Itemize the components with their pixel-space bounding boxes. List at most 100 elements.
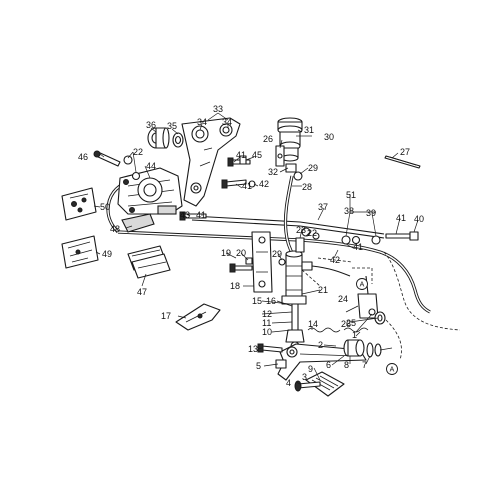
callout-15: 15	[252, 296, 262, 306]
brake-pad-set-47	[127, 245, 171, 279]
callout-36: 36	[146, 120, 156, 130]
callout-38: 38	[344, 206, 354, 216]
callout-35: 35	[167, 121, 177, 131]
callout-39: 39	[366, 208, 376, 218]
callout-26-upper: 26	[263, 134, 273, 144]
bolt-13	[257, 343, 283, 353]
callout-37: 37	[318, 202, 328, 212]
callout-34-left: 34	[197, 117, 207, 127]
callout-6: 6	[326, 360, 331, 370]
washer-42	[248, 180, 256, 188]
leader-lines	[93, 112, 419, 385]
callout-2: 2	[318, 340, 323, 350]
bolt-43	[179, 211, 207, 221]
mount-plate-18	[251, 231, 273, 293]
callout-8: 8	[344, 360, 349, 370]
callout-3: 3	[302, 372, 307, 382]
callout-28: 28	[302, 182, 312, 192]
brake-pad-48	[121, 213, 155, 233]
callout-41-upper: 41	[236, 150, 246, 160]
washer-25	[368, 308, 376, 316]
clip-32	[285, 163, 297, 173]
callout-20: 20	[236, 248, 246, 258]
banjo-22-left	[123, 155, 141, 181]
callout-26-lower-b: 26	[341, 319, 351, 329]
callout-10: 10	[262, 327, 272, 337]
callout-17: 17	[161, 311, 171, 321]
callout-16: 16	[266, 296, 276, 306]
bolt-41-lower	[221, 179, 247, 189]
callout-45: 45	[252, 150, 262, 160]
pad-kit-49	[61, 235, 99, 269]
callout-47: 47	[137, 287, 147, 297]
bolt-19	[229, 263, 253, 273]
ref-a-lower: A	[386, 363, 398, 375]
callout-51: 51	[346, 190, 356, 200]
bolt-40	[385, 231, 419, 241]
callout-25: 25	[346, 318, 356, 328]
callout-labels: 33 34 34 36 35 46 22 44 41 45 41 42 43 4…	[78, 104, 424, 388]
callout-7: 7	[362, 360, 367, 370]
callout-43: 43	[180, 210, 190, 220]
bolt-20	[245, 257, 253, 265]
callout-34-right: 34	[222, 117, 232, 127]
callout-41-right: 41	[396, 213, 406, 223]
callout-46: 46	[78, 152, 88, 162]
callout-22-left: 22	[133, 147, 143, 157]
callout-49: 49	[102, 249, 112, 259]
ref-a-upper: A	[356, 278, 368, 290]
push-rod	[285, 303, 305, 351]
fitting-23	[295, 237, 305, 253]
callout-5: 5	[256, 361, 261, 371]
brake-caliper	[117, 167, 183, 215]
shield-17	[175, 303, 221, 331]
frame-outline	[301, 251, 461, 361]
callout-41-lower: 41	[196, 210, 206, 220]
ref-a-upper-label: A	[360, 282, 365, 289]
reservoir-bracket-26	[275, 145, 285, 167]
fluid-reservoir	[277, 117, 303, 162]
pad-kit-50	[61, 187, 97, 221]
callout-1: 1	[352, 330, 357, 340]
callout-23: 23	[296, 225, 306, 235]
callout-19: 19	[221, 248, 231, 258]
callout-29-upper: 29	[308, 163, 318, 173]
washer-35	[172, 132, 184, 148]
callout-33: 33	[213, 104, 223, 114]
callout-44: 44	[146, 161, 156, 171]
pedal-pin-4	[294, 380, 321, 392]
master-cylinder	[281, 250, 351, 305]
pin-27	[384, 155, 421, 169]
callout-24: 24	[338, 294, 348, 304]
callout-29-lower: 29	[272, 249, 282, 259]
ref-a-lower-label: A	[390, 367, 395, 374]
bleeder-46	[93, 150, 121, 167]
callout-42-lower: 42	[330, 255, 340, 265]
callout-21: 21	[318, 285, 328, 295]
spring-14	[307, 327, 341, 333]
pedal-rubber-9	[305, 371, 345, 397]
callout-41-mid: 41	[242, 181, 252, 191]
callout-32: 32	[268, 167, 278, 177]
frame-rod	[191, 215, 385, 239]
callout-30: 30	[324, 132, 334, 142]
callout-22-right: 22	[307, 228, 317, 238]
washers-6-7	[366, 342, 382, 358]
pivot-bush	[343, 339, 365, 357]
callout-18: 18	[230, 281, 240, 291]
callout-13: 13	[248, 344, 258, 354]
callout-50: 50	[100, 202, 110, 212]
brake-pipe-main	[106, 180, 431, 314]
callout-4: 4	[286, 378, 291, 388]
callout-14: 14	[308, 319, 318, 329]
bush-26-lower	[374, 311, 386, 325]
callout-9: 9	[308, 364, 313, 374]
callout-42-upper: 42	[259, 179, 269, 189]
callout-12: 12	[262, 309, 272, 319]
callout-48: 48	[110, 224, 120, 234]
callout-40: 40	[414, 214, 424, 224]
bush-36	[147, 127, 170, 149]
caliper-bracket	[181, 117, 241, 207]
callout-11: 11	[262, 318, 271, 328]
